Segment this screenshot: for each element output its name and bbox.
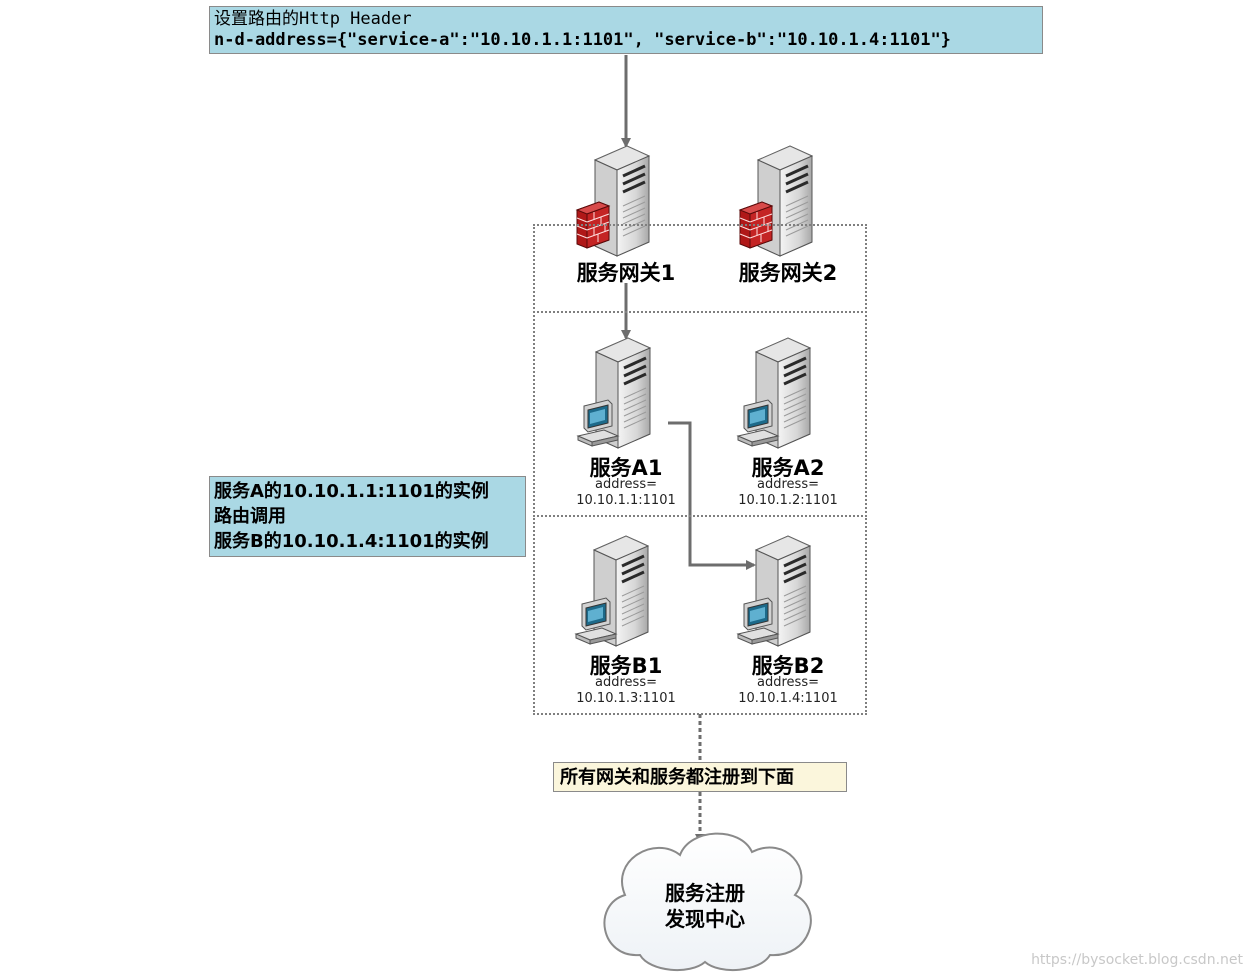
watermark: https://bysocket.blog.csdn.net <box>1031 952 1243 968</box>
service-b1-label: 服务B1 <box>589 654 663 678</box>
service-a1-address-key: address= <box>595 477 657 492</box>
header-note-line-1: 设置路由的Http Header <box>214 9 412 29</box>
gateway-1-label: 服务网关1 <box>576 261 676 285</box>
service-b2-address-key: address= <box>757 675 819 690</box>
service-a1-label: 服务A1 <box>589 456 663 480</box>
routing-note-line-3: 服务B的10.10.1.4:1101的实例 <box>214 531 489 552</box>
routing-note-line-1: 服务A的10.10.1.1:1101的实例 <box>214 481 489 502</box>
routing-note-line-2: 路由调用 <box>214 506 286 527</box>
service-a1-address: 10.10.1.1:1101 <box>576 493 676 508</box>
header-note: 设置路由的Http Header n-d-address={"service-a… <box>209 6 1043 54</box>
arrow-a1-to-b2 <box>668 421 756 570</box>
service-b1-address-key: address= <box>595 675 657 690</box>
registry-label-line-1: 服务注册 <box>665 881 745 905</box>
service-b-zone <box>533 515 867 715</box>
service-b1-address: 10.10.1.3:1101 <box>576 691 676 706</box>
register-note: 所有网关和服务都注册到下面 <box>553 762 847 792</box>
service-b2-label: 服务B2 <box>751 654 825 678</box>
gateway-2-label: 服务网关2 <box>738 261 838 285</box>
service-a2-label: 服务A2 <box>751 456 825 480</box>
routing-note: 服务A的10.10.1.1:1101的实例 路由调用 服务B的10.10.1.4… <box>209 476 526 557</box>
registry-label-line-2: 发现中心 <box>665 907 745 931</box>
header-note-line-2: n-d-address={"service-a":"10.10.1.1:1101… <box>214 30 951 50</box>
service-a2-address-key: address= <box>757 477 819 492</box>
service-a2-address: 10.10.1.2:1101 <box>738 493 838 508</box>
service-b2-address: 10.10.1.4:1101 <box>738 691 838 706</box>
registry-cloud-icon <box>603 832 812 972</box>
registry-label: 服务注册 发现中心 <box>620 880 790 932</box>
